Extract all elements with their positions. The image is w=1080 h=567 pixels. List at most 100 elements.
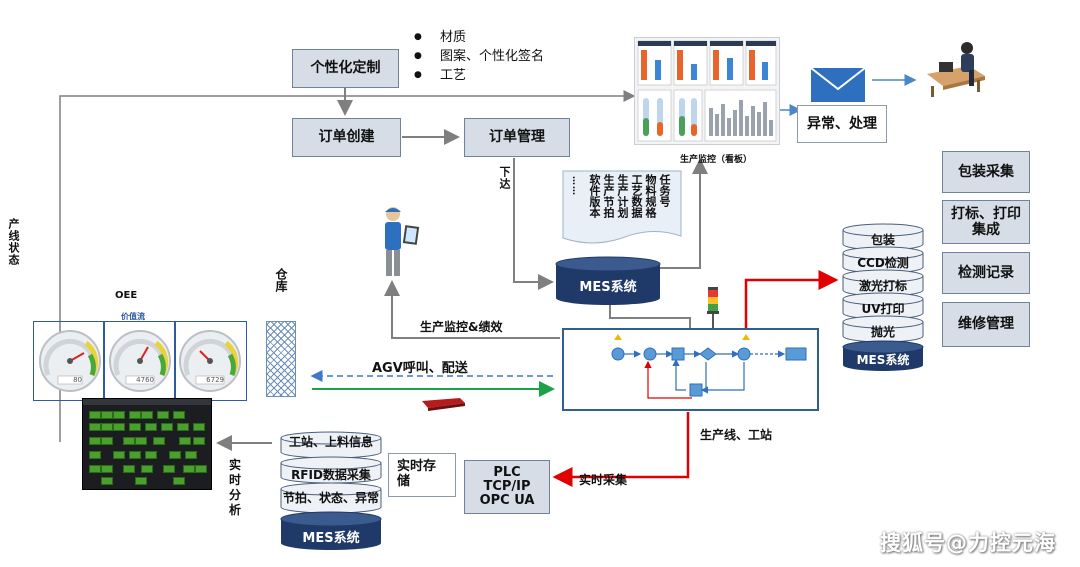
stack-item-polish: 抛光 <box>870 325 895 339</box>
operator-at-desk-icon <box>925 40 987 98</box>
screen-cell <box>129 423 141 431</box>
screen-cell <box>141 465 153 473</box>
watermark: 搜狐号@力控元海 <box>880 531 1056 555</box>
plc-box: PLC TCP/IP OPC UA <box>464 460 550 514</box>
arrow-red-to-stack <box>744 270 839 328</box>
screen-cell <box>193 423 205 431</box>
screen-cell <box>153 437 165 445</box>
left-stack-takt: 节拍、状态、异常 <box>282 491 379 505</box>
warehouse-label-1: 仓库 <box>274 268 288 292</box>
line-mes-to-line <box>609 304 691 328</box>
screen-cell <box>183 465 195 473</box>
screen-cell <box>145 423 157 431</box>
screen-cell <box>185 451 197 459</box>
line-station-label: 生产线、工站 <box>700 428 773 442</box>
doc-col-software: 软件版本 <box>588 174 601 218</box>
screen-cell <box>113 411 125 419</box>
production-line-box <box>562 328 819 411</box>
arrow-manage-to-mes <box>513 158 554 290</box>
screen-cell <box>123 437 135 445</box>
screen-cell <box>145 451 157 459</box>
left-stack-mes-label: MES系统 <box>302 531 360 546</box>
realtime-monitor-screen <box>82 398 212 490</box>
stack-item-pack: 包装 <box>870 233 895 247</box>
arrow-red-to-plc <box>552 412 690 487</box>
screen-cell <box>89 465 101 473</box>
agv-label: AGV呼叫、配送 <box>372 361 468 376</box>
arrow-mes-to-dashboard <box>660 158 708 269</box>
line-status-feedback <box>59 90 636 442</box>
gauge-1-readout: 80 <box>73 376 82 384</box>
screen-cell <box>89 437 101 445</box>
order-create-box: 订单创建 <box>292 118 401 157</box>
order-manage-box: 订单管理 <box>464 118 570 157</box>
screen-cell <box>135 477 147 485</box>
pack-collect-box: 包装采集 <box>942 151 1030 193</box>
gauge-2-readout: 4760 <box>136 376 154 384</box>
stack-item-ccd: CCD检测 <box>857 256 909 270</box>
doc-col-material: 物料规格 <box>644 174 657 218</box>
screen-cell <box>89 423 101 431</box>
customize-bullets: 材质 图案、个性化签名 工艺 <box>414 28 544 85</box>
arrow-monitor-perf <box>384 280 560 339</box>
maintenance-box: 维修管理 <box>942 302 1030 347</box>
line-status-label: 产线状态 <box>7 218 20 266</box>
screen-cell <box>163 465 175 473</box>
signal-tower-lamp-icon <box>706 287 720 314</box>
screen-cell <box>113 423 125 431</box>
screen-cell <box>101 423 113 431</box>
value-stream-label: 价值流 <box>121 312 145 321</box>
screen-cell <box>101 465 113 473</box>
realtime-store-box: 实时存储 <box>388 453 456 497</box>
stack-mes-label: MES系统 <box>856 353 910 367</box>
mes-main-label: MES系统 <box>579 280 637 295</box>
inspection-record-box: 检测记录 <box>942 252 1030 294</box>
screen-cell <box>179 437 191 445</box>
mark-print-box: 打标、打印集成 <box>942 200 1030 244</box>
gauge-2: 4760 <box>108 325 172 397</box>
screen-cell <box>157 411 169 419</box>
bullet-material: 材质 <box>414 28 544 47</box>
screen-cell <box>129 451 141 459</box>
doc-col-process: 工艺数据 <box>630 174 643 218</box>
doc-col-takt: 生产节拍 <box>602 174 615 218</box>
screen-cell <box>101 437 113 445</box>
screen-cell <box>161 423 173 431</box>
left-stack: 工站、上料信息 RFID数据采集 节拍、状态、异常 MES系统 <box>279 431 383 552</box>
mes-main-cylinder: MES系统 <box>555 256 661 306</box>
doc-col-task: 任务号 <box>658 174 671 207</box>
screen-cell <box>129 411 141 419</box>
screen-cell <box>101 411 113 419</box>
monitor-perf-label: 生产监控&绩效 <box>420 320 503 334</box>
bullet-pattern: 图案、个性化签名 <box>414 47 544 66</box>
screen-cell <box>135 437 147 445</box>
screen-cell <box>193 437 205 445</box>
gauge-3-readout: 6729 <box>206 376 224 384</box>
parameter-document: …… 软件版本 生产节拍 生产计划 工艺数据 物料规格 任务号 <box>562 170 682 248</box>
screen-cell <box>101 477 113 485</box>
left-stack-rfid: RFID数据采集 <box>291 468 371 482</box>
screen-cell <box>195 465 207 473</box>
doc-col-plan: 生产计划 <box>616 174 629 218</box>
doc-dots: …… <box>570 176 580 196</box>
warehouse-rack <box>266 321 296 397</box>
agv-vehicle-icon <box>420 396 466 411</box>
dashboard-caption: 生产监控（看板） <box>680 155 753 165</box>
stack-item-uv: UV打印 <box>861 302 905 316</box>
screen-cell <box>89 411 101 419</box>
customize-box: 个性化定制 <box>292 49 399 88</box>
gauge-divider-1 <box>103 322 105 399</box>
screen-cell <box>141 411 153 419</box>
issue-label: 下达 <box>498 166 511 190</box>
gauge-divider-2 <box>174 322 176 399</box>
screen-cell <box>169 451 181 459</box>
left-stack-station: 工站、上料信息 <box>288 435 373 449</box>
exception-box: 异常、处理 <box>797 105 887 143</box>
bullet-process: 工艺 <box>414 66 544 85</box>
screen-titlebar <box>83 399 211 405</box>
screen-cell <box>177 423 189 431</box>
oee-label: OEE <box>115 290 138 301</box>
screen-cell <box>173 477 185 485</box>
realtime-collect-label: 实时采集 <box>579 473 628 487</box>
gauge-3: 6729 <box>178 325 242 397</box>
